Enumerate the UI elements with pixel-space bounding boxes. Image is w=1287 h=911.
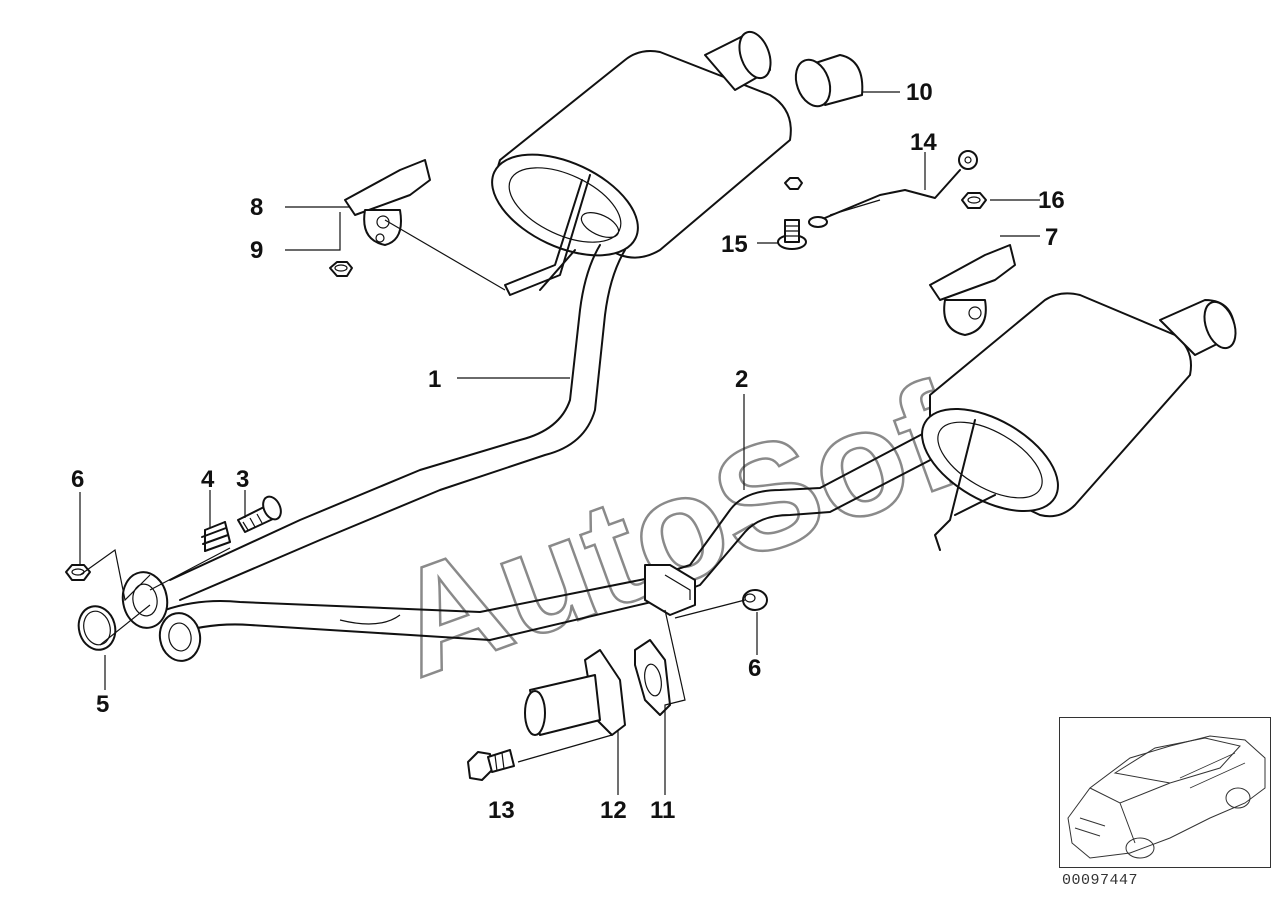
bolt-15	[777, 219, 807, 250]
front-flange-upper	[121, 571, 169, 629]
callout-1: 1	[428, 366, 441, 393]
muffler-left	[491, 30, 792, 296]
gasket-11	[634, 639, 671, 716]
nut-6-left	[65, 564, 91, 581]
callout-14: 14	[910, 129, 937, 156]
callout-12: 12	[600, 797, 627, 824]
callout-13: 13	[488, 797, 515, 824]
bolt-13	[467, 749, 515, 781]
callout-15: 15	[721, 231, 748, 258]
callout-9: 9	[250, 237, 263, 264]
nut-9	[329, 261, 353, 277]
front-flange-lower	[158, 612, 202, 662]
hanger-bracket-8	[344, 159, 431, 246]
callout-4: 4	[201, 466, 215, 493]
ground-strap-14	[784, 150, 978, 228]
callout-6-left: 6	[71, 466, 84, 493]
callout-10: 10	[906, 79, 933, 106]
vehicle-silhouette-icon	[1067, 735, 1266, 859]
callout-16: 16	[1038, 187, 1065, 214]
diagram-reference-number: 00097447	[1062, 872, 1139, 889]
callout-8: 8	[250, 194, 263, 221]
vehicle-inset	[1059, 717, 1271, 868]
callout-2: 2	[735, 366, 748, 393]
callout-6-right: 6	[748, 655, 761, 682]
spring-4	[201, 521, 231, 552]
hanger-bracket-7	[929, 244, 1016, 336]
leader-lines	[79, 91, 1040, 795]
callout-3: 3	[236, 466, 249, 493]
tailpipe-tip-10	[794, 54, 864, 108]
nut-6-right	[742, 589, 768, 611]
muffler-right	[921, 292, 1237, 551]
bolt-3	[237, 495, 282, 533]
pipe-adapter-12	[524, 649, 626, 736]
watermark-text: AutoSoft	[371, 334, 1023, 708]
pipe-1	[169, 244, 626, 601]
callout-7: 7	[1045, 224, 1058, 251]
callout-5: 5	[96, 691, 109, 718]
callouts: 1 2 3 4 5 6 6 7 8 9 10 11 12 13 14 15 16	[71, 79, 1065, 824]
pipe-2-detail	[339, 614, 401, 625]
nut-16	[961, 192, 987, 209]
callout-11: 11	[650, 797, 675, 824]
mid-flange	[644, 564, 696, 616]
seal-ring-5	[77, 605, 117, 651]
